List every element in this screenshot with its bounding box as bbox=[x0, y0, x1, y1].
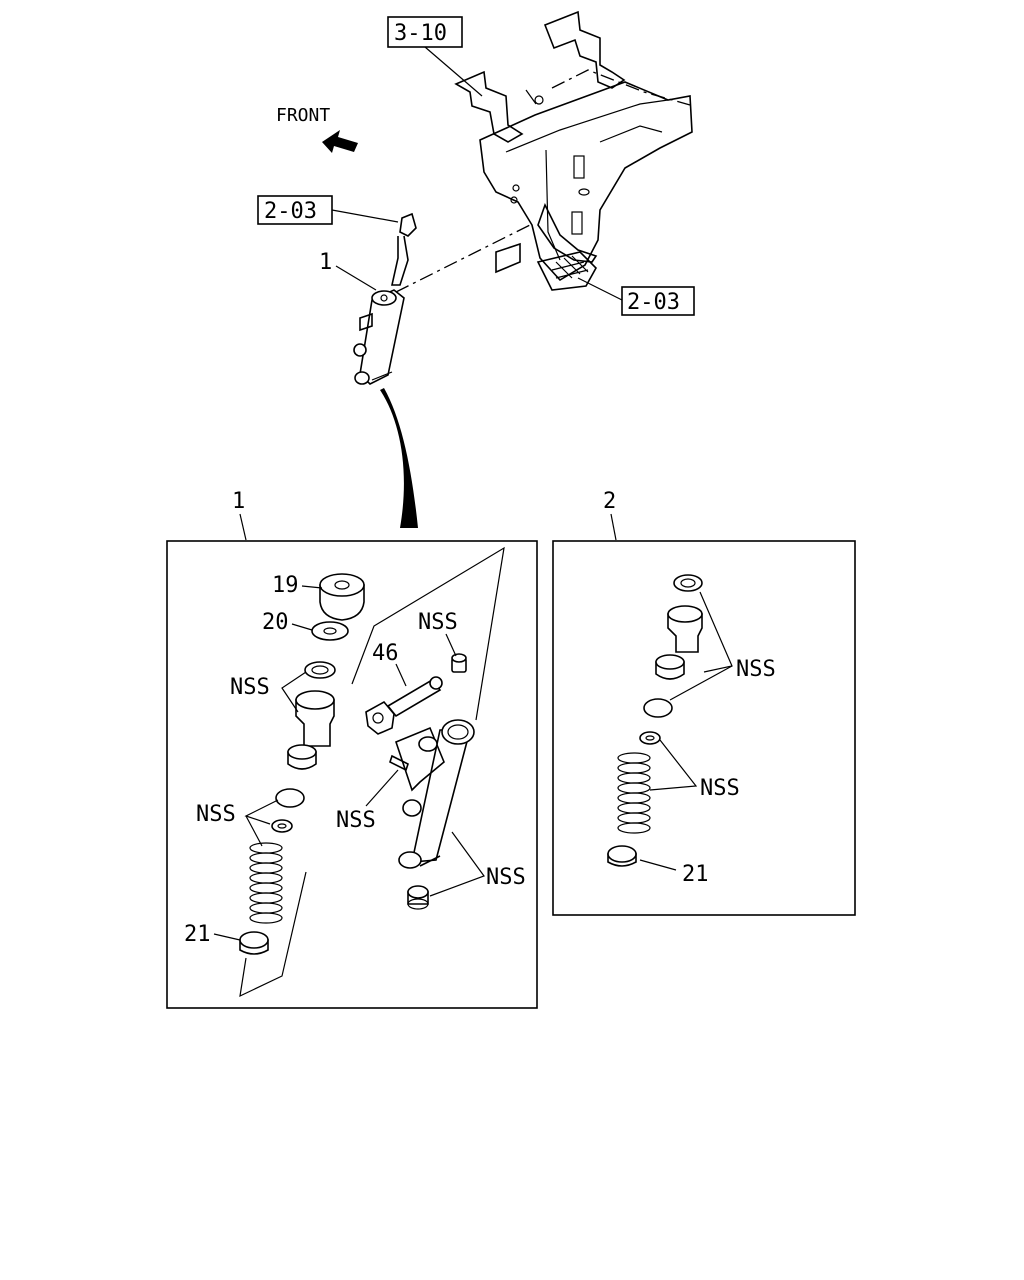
nss-label-sleeve: NSS bbox=[418, 610, 458, 635]
part-46-label: 46 bbox=[372, 641, 399, 666]
part-19-label: 19 bbox=[272, 573, 299, 598]
ref-hose-label: 2-03 bbox=[264, 199, 317, 224]
piston-stack-left[interactable] bbox=[271, 661, 336, 833]
nss-sleeve[interactable]: NSS bbox=[418, 610, 467, 673]
panel-left-number: 1 bbox=[232, 489, 245, 514]
part-21-left-label: 21 bbox=[184, 922, 211, 947]
spring-left[interactable] bbox=[249, 842, 283, 924]
nss-label-right-piston: NSS bbox=[736, 657, 776, 682]
part-21-right-label: 21 bbox=[682, 862, 709, 887]
detail-panel-left: 1 19 20 bbox=[166, 489, 538, 1009]
nss-label-bleeder: NSS bbox=[486, 865, 526, 890]
detail-arrow-icon bbox=[380, 388, 418, 528]
cylinder-body-detail[interactable]: NSS bbox=[336, 719, 475, 869]
part-21-right[interactable]: 21 bbox=[607, 845, 709, 887]
front-label: FRONT bbox=[276, 105, 330, 126]
ref-box-hose[interactable]: 2-03 bbox=[257, 195, 333, 225]
overview-item-label: 1 bbox=[319, 250, 332, 275]
ref-bracket-label: 3-10 bbox=[394, 21, 447, 46]
bleeder-nipple[interactable] bbox=[407, 885, 429, 910]
panel-right-number: 2 bbox=[603, 489, 616, 514]
ref-pedal-label: 2-03 bbox=[627, 290, 680, 315]
piston-stack-right[interactable] bbox=[639, 574, 703, 745]
ref-box-pedal[interactable]: 2-03 bbox=[621, 286, 695, 316]
ref-box-bracket[interactable]: 3-10 bbox=[387, 16, 463, 48]
pedal-bracket-drawing bbox=[454, 10, 693, 291]
front-arrow-icon bbox=[322, 130, 358, 153]
nss-label-spring: NSS bbox=[196, 802, 236, 827]
part-21-left[interactable]: 21 bbox=[184, 922, 269, 955]
part-20[interactable]: 20 bbox=[262, 610, 349, 641]
part-19[interactable]: 19 bbox=[272, 573, 365, 621]
nss-label-right-spring: NSS bbox=[700, 776, 740, 801]
spring-right[interactable] bbox=[617, 752, 651, 834]
detail-panel-right: 2 21 N bbox=[552, 489, 856, 916]
cylinder-overview: 1 bbox=[319, 212, 417, 385]
front-indicator: FRONT bbox=[276, 105, 358, 153]
nss-label-pin: NSS bbox=[336, 808, 376, 833]
part-20-label: 20 bbox=[262, 610, 289, 635]
nss-label-piston: NSS bbox=[230, 675, 270, 700]
part-46-bolt[interactable]: 46 bbox=[365, 641, 443, 735]
